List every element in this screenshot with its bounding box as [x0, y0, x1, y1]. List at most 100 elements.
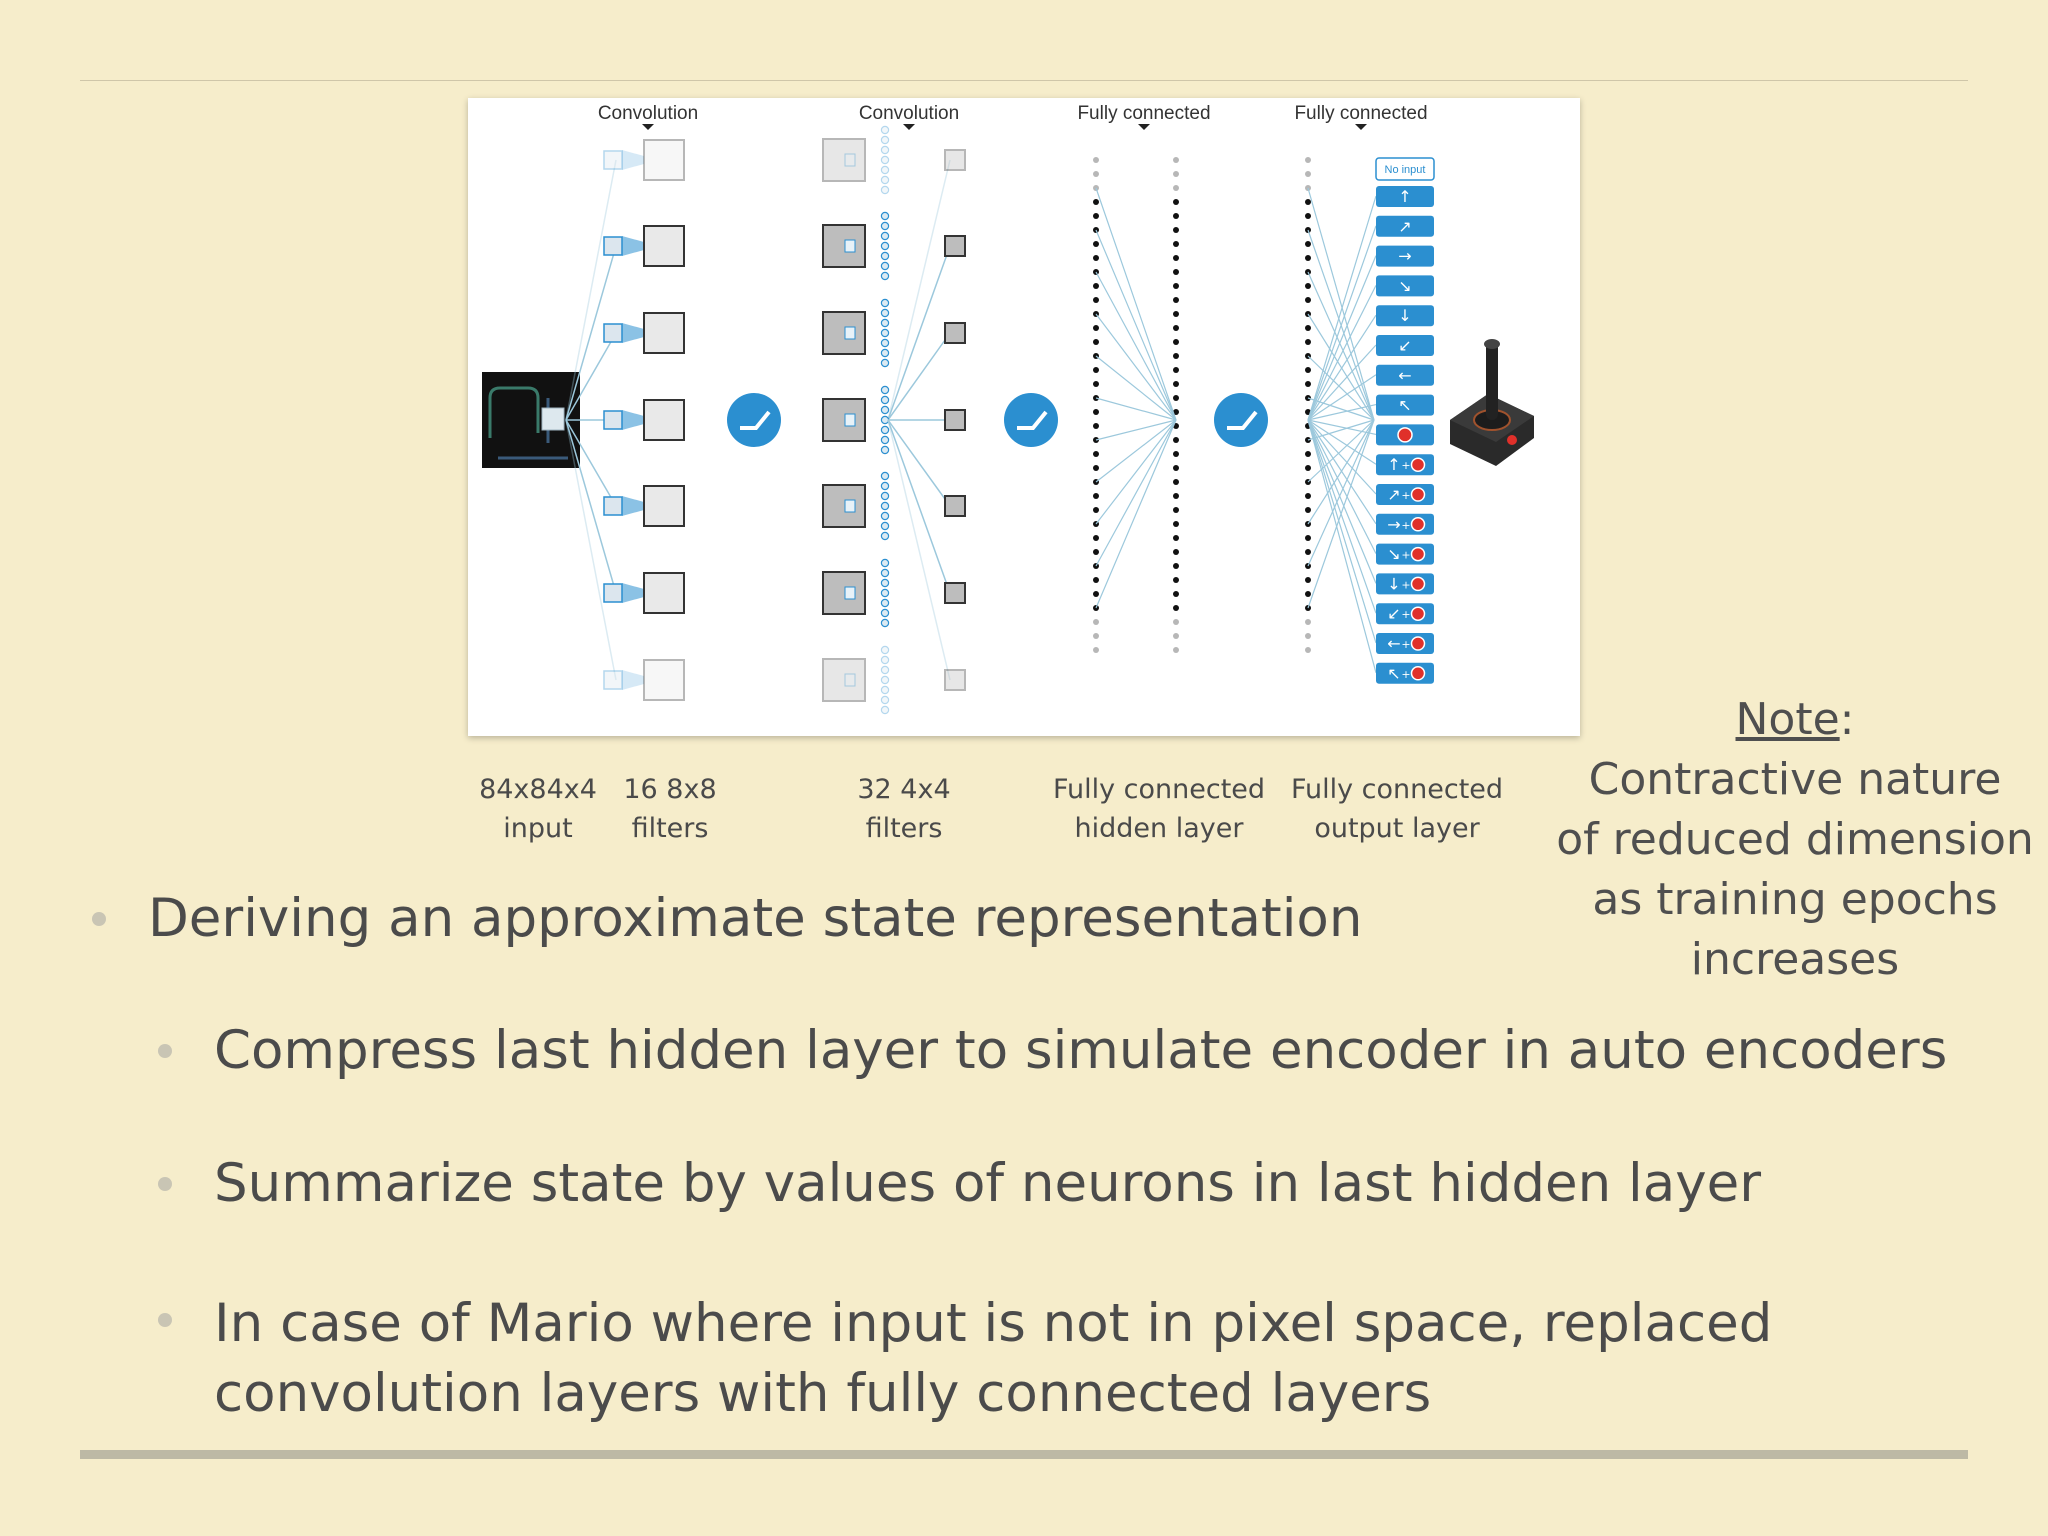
- neuron-dot: [1093, 493, 1099, 499]
- neuron-dot: [1305, 577, 1311, 583]
- conv2-bead: [880, 348, 890, 358]
- conv2-bead: [880, 261, 890, 271]
- conv2-bead: [880, 308, 890, 318]
- conv2-bead: [880, 618, 890, 628]
- neuron-dot: [1093, 647, 1099, 653]
- conv2-bead: [880, 608, 890, 618]
- action-button: [1376, 215, 1434, 237]
- neuron-dot: [1173, 353, 1179, 359]
- connection-line: [1307, 419, 1377, 554]
- neuron-dot: [1305, 283, 1311, 289]
- neuron-dot: [1173, 395, 1179, 401]
- connection-line: [1307, 255, 1377, 421]
- neuron-dot: [1093, 507, 1099, 513]
- fire-button-icon: [1410, 487, 1426, 502]
- conv1-patch: [603, 410, 623, 430]
- conv2-bead: [880, 338, 890, 348]
- joystick-fire-button-icon: [1507, 435, 1517, 445]
- conv1-patch: [603, 150, 623, 170]
- neuron-dot: [1093, 241, 1099, 247]
- connection-line: [1095, 419, 1177, 441]
- note-heading-colon: :: [1839, 694, 1855, 745]
- conv2-bead: [880, 358, 890, 368]
- connection-line: [565, 159, 617, 421]
- action-plus-icon: +: [1401, 459, 1410, 472]
- action-arrow-icon: →: [1387, 515, 1400, 534]
- conv2-feature-map: [822, 398, 866, 442]
- conv2-bead: [880, 425, 890, 435]
- conv1-filter-square: [643, 225, 685, 267]
- neuron-dot: [1305, 297, 1311, 303]
- conv2-bead: [880, 445, 890, 455]
- bullet-sub-text: In case of Mario where input is not in p…: [214, 1293, 1773, 1424]
- neuron-dot: [1093, 423, 1099, 429]
- conv2-output-square: [944, 149, 966, 171]
- neuron-dot: [1173, 591, 1179, 597]
- conv2-patch: [844, 413, 856, 427]
- conv1-filter-square: [643, 139, 685, 181]
- neuron-dot: [1173, 171, 1179, 177]
- input-maze-path: [488, 386, 540, 438]
- caption-conv1: 16 8x8 filters: [614, 770, 726, 848]
- neuron-dot: [1173, 269, 1179, 275]
- connection-line: [1307, 419, 1377, 495]
- conv2-bead: [880, 491, 890, 501]
- conv2-bead: [880, 598, 890, 608]
- note-line: as training epochs: [1592, 874, 1998, 925]
- bullet-dot-icon: [158, 1177, 172, 1191]
- connection-line: [1307, 419, 1377, 673]
- action-arrow-icon: ↖: [1387, 664, 1400, 683]
- conv1-filter-square: [643, 659, 685, 701]
- neuron-dot: [1305, 591, 1311, 597]
- action-plus-icon: +: [1401, 489, 1410, 502]
- note-line: Contractive nature: [1588, 754, 2002, 805]
- connection-line: [1095, 187, 1177, 421]
- connection-line: [887, 159, 951, 421]
- neuron-dot: [1093, 367, 1099, 373]
- neuron-dot: [1305, 535, 1311, 541]
- conv2-bead: [880, 675, 890, 685]
- bullet-sub: Compress last hidden layer to simulate e…: [158, 1020, 1947, 1082]
- caption-input: 84x84x4 input: [474, 770, 602, 848]
- joystick-knob-icon: [1484, 339, 1500, 349]
- conv2-bead: [880, 588, 890, 598]
- action-plus-icon: +: [1401, 519, 1410, 532]
- neuron-dot: [1173, 507, 1179, 513]
- input-frame-image: [482, 372, 580, 468]
- neuron-dot: [1173, 381, 1179, 387]
- conv1-projection: [622, 583, 644, 603]
- neuron-dot: [1093, 465, 1099, 471]
- conv2-bead: [880, 645, 890, 655]
- note-line: increases: [1690, 934, 1900, 985]
- neuron-dot: [1305, 171, 1311, 177]
- neuron-dot: [1093, 325, 1099, 331]
- conv2-bead: [880, 501, 890, 511]
- fire-button-icon: [1410, 636, 1426, 651]
- action-button: [1376, 335, 1434, 356]
- connection-line: [1095, 419, 1177, 483]
- connection-line: [1307, 271, 1375, 421]
- caption-hidden-line2: hidden layer: [1074, 813, 1244, 844]
- bullet-sub-text: Summarize state by values of neurons in …: [214, 1153, 1761, 1214]
- conv2-bead: [880, 175, 890, 185]
- connection-line: [1307, 419, 1377, 525]
- fire-button-icon: [1410, 606, 1426, 621]
- neuron-dot: [1173, 213, 1179, 219]
- action-plus-icon: +: [1401, 608, 1410, 621]
- caption-conv2-line1: 32 4x4: [857, 774, 951, 805]
- note-line: of reduced dimension: [1556, 814, 2034, 865]
- conv2-bead: [880, 695, 890, 705]
- conv1-patch: [603, 496, 623, 516]
- bullet-sub-text: Compress last hidden layer to simulate e…: [214, 1020, 1948, 1081]
- conv2-bead: [880, 241, 890, 251]
- connection-line: [1307, 419, 1377, 435]
- conv2-bead: [880, 328, 890, 338]
- action-arrow-icon: ↑: [1387, 455, 1400, 474]
- column-header: Convolution: [859, 103, 959, 124]
- conv2-bead: [880, 251, 890, 261]
- action-arrow-icon: ↙: [1398, 336, 1411, 355]
- neuron-dot: [1093, 535, 1099, 541]
- connection-line: [1307, 404, 1377, 421]
- connection-line: [1307, 419, 1375, 567]
- neuron-dot: [1093, 619, 1099, 625]
